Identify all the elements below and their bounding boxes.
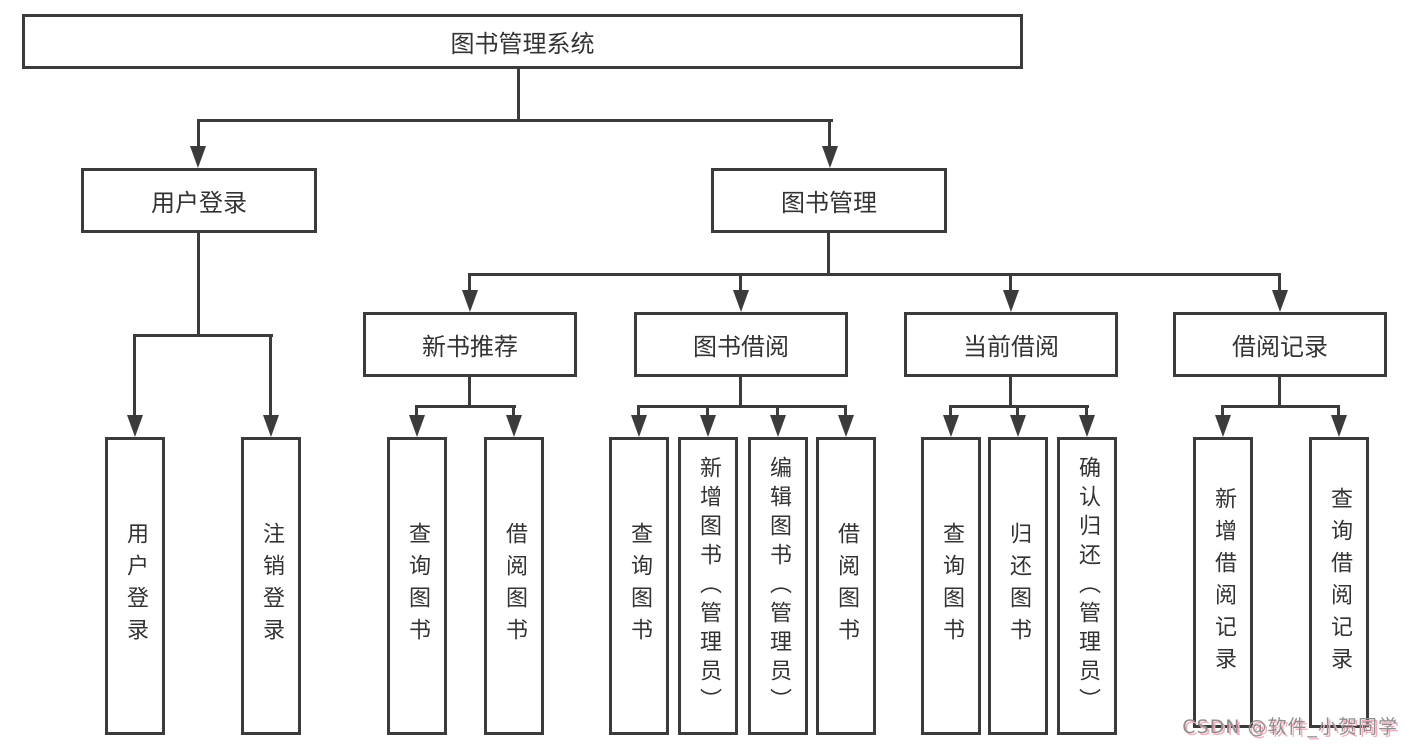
node-new-book-recommend: 新书推荐 bbox=[363, 312, 577, 377]
connector-line bbox=[1009, 377, 1012, 408]
arrow-down-icon bbox=[127, 415, 143, 437]
connector-line bbox=[776, 405, 779, 419]
connector-line bbox=[1278, 273, 1281, 293]
node-borrow-records: 借阅记录 bbox=[1173, 312, 1387, 377]
arrow-down-icon bbox=[1003, 290, 1019, 312]
arrow-down-icon bbox=[263, 415, 279, 437]
arrow-down-icon bbox=[1331, 415, 1347, 437]
connector-line bbox=[637, 405, 640, 419]
connector-line bbox=[1009, 273, 1012, 293]
leaf-newbook-query-books: 查询图书 bbox=[387, 437, 447, 735]
connector-line bbox=[133, 334, 273, 337]
leaf-borrow-edit-books-admin: 编辑图书（管理员） bbox=[748, 437, 808, 735]
leaf-current-return-books: 归还图书 bbox=[988, 437, 1048, 735]
arrow-down-icon bbox=[943, 415, 959, 437]
connector-line bbox=[827, 233, 830, 276]
connector-line bbox=[828, 119, 831, 149]
arrow-down-icon bbox=[1272, 290, 1288, 312]
connector-line bbox=[1337, 405, 1340, 419]
arrow-down-icon bbox=[822, 146, 838, 168]
connector-line bbox=[739, 377, 742, 408]
node-current-borrow: 当前借阅 bbox=[904, 312, 1118, 377]
connector-line bbox=[197, 119, 833, 122]
connector-line bbox=[468, 377, 471, 408]
leaf-borrow-borrow-books: 借阅图书 bbox=[816, 437, 876, 735]
watermark: CSDN @软件_小贺同学 bbox=[1182, 716, 1398, 738]
connector-line bbox=[1221, 405, 1340, 408]
connector-line bbox=[133, 334, 136, 417]
connector-line bbox=[1221, 405, 1224, 419]
connector-line bbox=[949, 405, 952, 419]
connector-line bbox=[269, 334, 272, 417]
leaf-newbook-borrow-books: 借阅图书 bbox=[484, 437, 544, 735]
connector-line bbox=[512, 405, 515, 419]
connector-line bbox=[637, 405, 847, 408]
arrow-down-icon bbox=[190, 146, 206, 168]
connector-line bbox=[1278, 377, 1281, 408]
arrow-down-icon bbox=[1010, 415, 1026, 437]
leaf-borrow-query-books: 查询图书 bbox=[609, 437, 669, 735]
leaf-records-add: 新增借阅记录 bbox=[1193, 437, 1253, 728]
connector-line bbox=[468, 273, 471, 293]
leaf-user-login: 用户登录 bbox=[105, 437, 165, 735]
arrow-down-icon bbox=[506, 415, 522, 437]
connector-line bbox=[197, 119, 200, 149]
connector-line bbox=[517, 67, 520, 122]
node-library-management-system: 图书管理系统 bbox=[22, 14, 1023, 69]
arrow-down-icon bbox=[409, 415, 425, 437]
arrow-down-icon bbox=[1079, 415, 1095, 437]
leaf-current-query-books: 查询图书 bbox=[921, 437, 981, 735]
connector-line bbox=[739, 273, 742, 293]
arrow-down-icon bbox=[770, 415, 786, 437]
connector-line bbox=[1016, 405, 1019, 419]
arrow-down-icon bbox=[838, 415, 854, 437]
connector-line bbox=[1085, 405, 1088, 419]
connector-line bbox=[706, 405, 709, 419]
arrow-down-icon bbox=[462, 290, 478, 312]
connector-line bbox=[415, 405, 516, 408]
arrow-down-icon bbox=[631, 415, 647, 437]
leaf-records-query: 查询借阅记录 bbox=[1309, 437, 1369, 728]
arrow-down-icon bbox=[733, 290, 749, 312]
connector-line bbox=[844, 405, 847, 419]
node-user-login: 用户登录 bbox=[81, 168, 317, 233]
connector-line bbox=[949, 405, 1089, 408]
node-book-borrow: 图书借阅 bbox=[634, 312, 848, 377]
connector-line bbox=[468, 273, 1281, 276]
leaf-borrow-add-books-admin: 新增图书（管理员） bbox=[678, 437, 738, 735]
node-book-management: 图书管理 bbox=[711, 168, 947, 233]
arrow-down-icon bbox=[1215, 415, 1231, 437]
leaf-current-confirm-return-admin: 确认归还（管理员） bbox=[1057, 437, 1117, 735]
connector-line bbox=[197, 233, 200, 337]
connector-line bbox=[415, 405, 418, 419]
leaf-logout-login: 注销登录 bbox=[241, 437, 301, 735]
arrow-down-icon bbox=[700, 415, 716, 437]
